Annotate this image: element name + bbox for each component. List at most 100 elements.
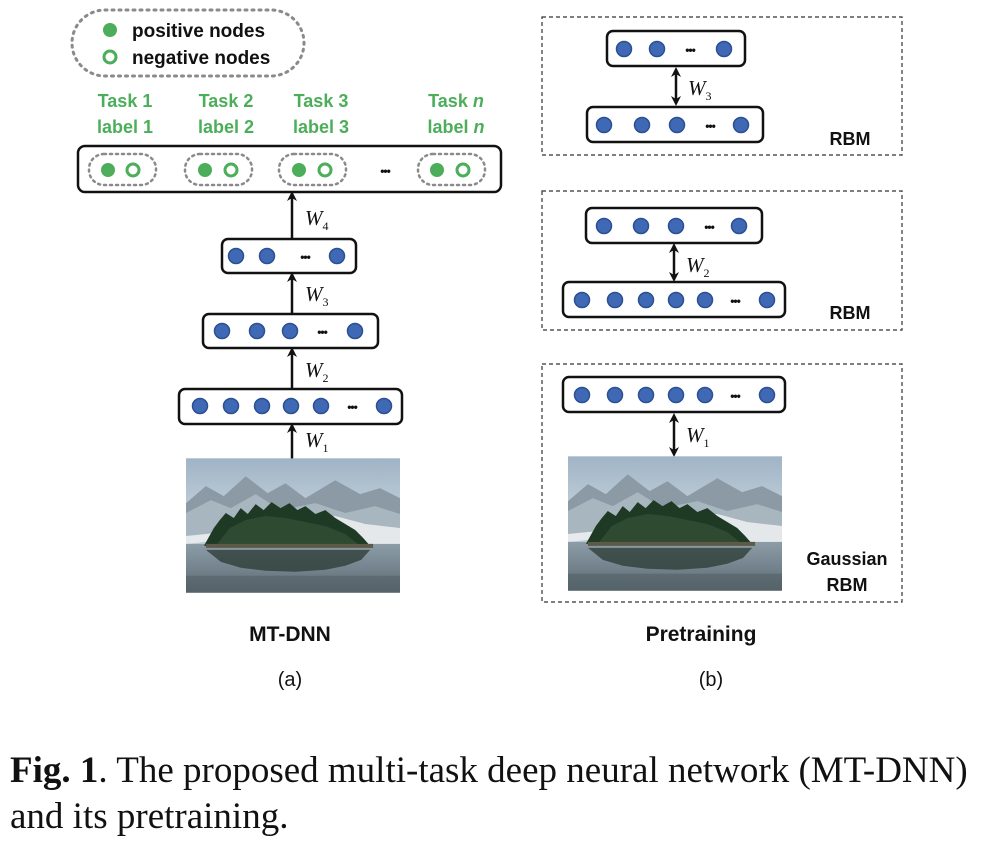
input-landscape-image — [186, 458, 400, 593]
neuron-row: ••• — [573, 291, 776, 309]
hidden-neuron — [758, 291, 776, 309]
task-2-node-group — [183, 152, 254, 187]
hidden-neuron — [667, 386, 685, 404]
task-1-label: label 1 — [97, 117, 153, 137]
hidden-neuron — [346, 322, 364, 340]
rbm-middle-label: RBM — [830, 303, 871, 323]
hidden-layer-3: ••• — [220, 237, 358, 275]
weight-label-w1: W1 — [305, 428, 329, 455]
hidden-neuron — [312, 397, 330, 415]
mtdnn-weight-labels: W4 W3 W2 W1 — [305, 206, 329, 455]
neuron-row: ••• — [595, 116, 750, 134]
panel-b-tag: (b) — [699, 669, 723, 691]
gaussian-rbm-dashed-frame — [541, 363, 903, 603]
neuron-ellipsis: ••• — [705, 119, 715, 133]
task-3-node-group — [277, 152, 348, 187]
rbm-middle-dashed-frame — [541, 190, 903, 331]
hidden-neuron — [227, 247, 245, 265]
legend: positive nodes negative nodes — [70, 8, 306, 78]
figure-caption: Fig. 1. The proposed multi-task deep neu… — [10, 748, 985, 840]
hidden-neuron — [328, 247, 346, 265]
task-2-label: label 2 — [198, 117, 254, 137]
output-layer: ••• — [76, 144, 503, 194]
hidden-neuron — [615, 40, 633, 58]
gaussian-rbm-label-line1: Gaussian — [806, 549, 887, 569]
task-n-label: label n — [427, 117, 484, 137]
hidden-neuron — [222, 397, 240, 415]
neuron-ellipsis: ••• — [300, 250, 310, 264]
hidden-neuron — [668, 116, 686, 134]
legend-negative-label: negative nodes — [132, 48, 270, 69]
neuron-ellipsis: ••• — [347, 400, 357, 414]
task-3-label: label 3 — [293, 117, 349, 137]
legend-dotted-border — [70, 8, 306, 78]
weight-label-w3: W3 — [305, 282, 329, 309]
hidden-neuron — [696, 291, 714, 309]
hidden-neuron — [573, 291, 591, 309]
neuron-ellipsis: ••• — [730, 294, 740, 308]
hidden-neuron — [637, 291, 655, 309]
task-n-title: Task n — [428, 91, 484, 111]
task-1-node-group — [87, 152, 158, 187]
neuron-row: ••• — [213, 322, 364, 340]
hidden-neuron — [281, 322, 299, 340]
rbm-top-weight-label: W3 — [688, 76, 712, 103]
task-labels: Task 1 label 1 Task 2 label 2 Task 3 lab… — [97, 91, 485, 137]
rbm-box-top: ••• ••• W3 RBM — [541, 16, 903, 156]
neuron-row: ••• — [191, 397, 393, 415]
hidden-neuron — [595, 116, 613, 134]
hidden-neuron — [667, 217, 685, 235]
panel-a-title: MT-DNN — [249, 623, 331, 646]
hidden-neuron — [375, 397, 393, 415]
rbm-top-dashed-frame — [541, 16, 903, 156]
negative-node-swatch — [102, 49, 118, 65]
hidden-layer-1: ••• — [177, 387, 404, 426]
neuron-ellipsis: ••• — [704, 220, 714, 234]
neuron-row: ••• — [227, 247, 346, 265]
negative-node — [223, 162, 239, 178]
figure-canvas: positive nodes negative nodes Task 1 lab… — [70, 8, 903, 691]
rbm-box-middle: ••• ••• W2 RBM — [541, 190, 903, 331]
rbm-top-upper-layer — [605, 29, 747, 68]
positive-node-swatch — [103, 23, 117, 37]
positive-node — [198, 163, 212, 177]
hidden-neuron — [637, 386, 655, 404]
hidden-neuron — [758, 386, 776, 404]
gaussian-rbm-weight-label: W1 — [686, 423, 710, 450]
neuron-row: ••• — [615, 40, 733, 58]
gaussian-rbm-label-line2: RBM — [827, 575, 868, 595]
hidden-neuron — [667, 291, 685, 309]
neuron-ellipsis: ••• — [317, 325, 327, 339]
rbm-top-label: RBM — [830, 129, 871, 149]
hidden-neuron — [632, 217, 650, 235]
positive-node — [292, 163, 306, 177]
task-1-title: Task 1 — [98, 91, 153, 111]
rbm-middle-weight-label: W2 — [686, 253, 710, 280]
hidden-neuron — [248, 322, 266, 340]
panel-a-tag: (a) — [278, 669, 302, 691]
hidden-neuron — [715, 40, 733, 58]
panel-b-title: Pretraining — [646, 623, 757, 646]
hidden-neuron — [282, 397, 300, 415]
pretraining-landscape-image — [568, 456, 782, 591]
hidden-neuron — [730, 217, 748, 235]
hidden-neuron — [191, 397, 209, 415]
hidden-neuron — [258, 247, 276, 265]
negative-node — [125, 162, 141, 178]
hidden-neuron — [633, 116, 651, 134]
task-3-title: Task 3 — [294, 91, 349, 111]
hidden-neuron — [648, 40, 666, 58]
neuron-row: ••• — [595, 217, 748, 235]
caption-prefix: Fig. 1 — [10, 750, 99, 791]
hidden-neuron — [696, 386, 714, 404]
hidden-neuron — [606, 291, 624, 309]
neuron-ellipsis: ••• — [685, 43, 695, 57]
task-n-node-group — [416, 152, 487, 187]
hidden-neuron — [573, 386, 591, 404]
caption-text: . The proposed multi-task deep neural ne… — [10, 750, 968, 837]
gaussian-rbm-box: ••• W1 Gaussian RBM — [541, 363, 903, 603]
negative-node — [317, 162, 333, 178]
legend-positive-label: positive nodes — [132, 21, 265, 42]
neuron-ellipsis: ••• — [730, 389, 740, 403]
weight-label-w4: W4 — [305, 206, 329, 233]
